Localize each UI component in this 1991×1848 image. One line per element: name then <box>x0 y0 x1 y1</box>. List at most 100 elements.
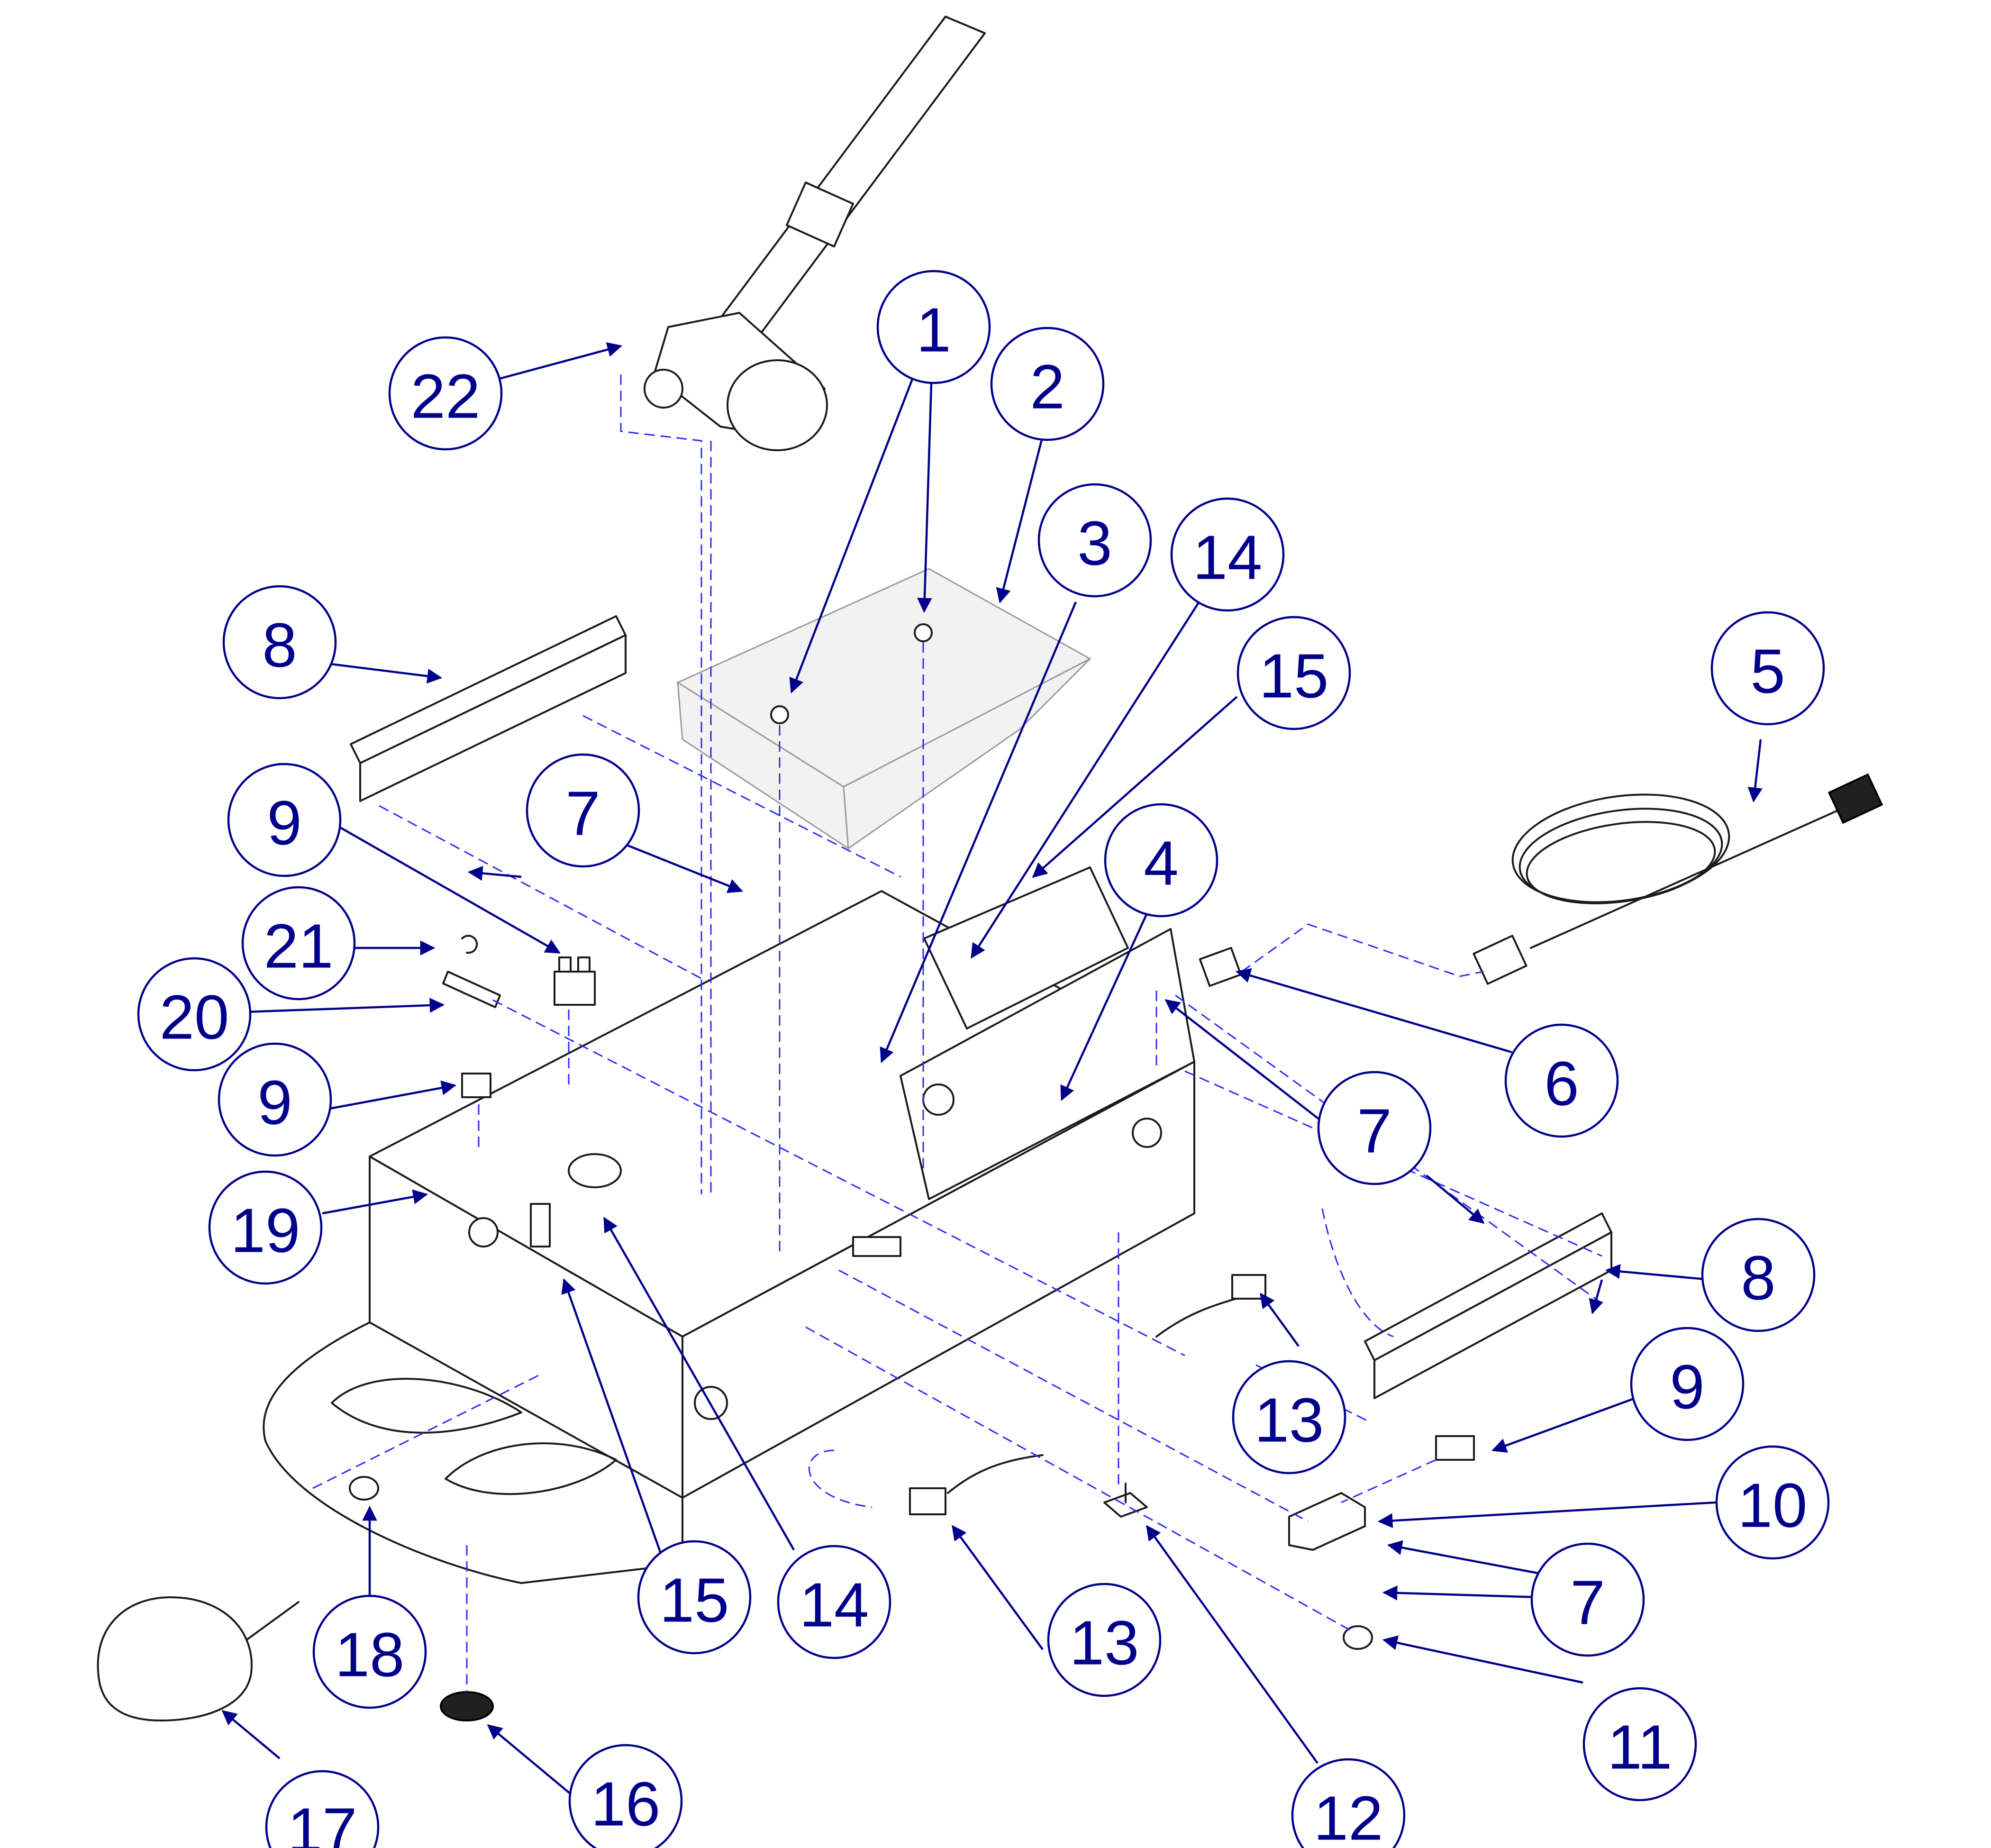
callout-5: 5 <box>1710 611 1825 726</box>
callout-19: 19 <box>208 1170 323 1285</box>
callout-label: 8 <box>1741 1243 1775 1313</box>
callout-label: 14 <box>800 1570 869 1640</box>
callout-label: 22 <box>411 362 481 431</box>
callout-label: 11 <box>1607 1712 1672 1782</box>
callout-12: 12 <box>1291 1758 1406 1848</box>
callout-label: 1 <box>916 295 951 365</box>
callout-8: 8 <box>222 585 337 700</box>
callout-14: 14 <box>1170 497 1285 612</box>
callout-circle <box>241 886 356 1001</box>
callout-label: 7 <box>1570 1568 1605 1638</box>
callout-circle <box>222 585 337 700</box>
callout-label: 9 <box>257 1068 292 1138</box>
callout-circle <box>568 1744 683 1848</box>
callout-label: 20 <box>160 983 229 1052</box>
callout-7: 7 <box>526 753 640 868</box>
callout-circle <box>1104 803 1218 918</box>
bracket-10-part <box>1288 1492 1366 1551</box>
callout-label: 4 <box>1144 828 1178 898</box>
callout-circle <box>1037 483 1152 598</box>
callout-8: 8 <box>1701 1218 1816 1332</box>
bushing-11-part <box>1343 1625 1373 1650</box>
callout-13: 13 <box>1047 1583 1162 1697</box>
callout-circle <box>1291 1758 1406 1848</box>
callout-17: 17 <box>265 1770 380 1848</box>
cable-13a-part <box>1155 1274 1266 1338</box>
callout-circle <box>526 753 640 868</box>
callout-10: 10 <box>1715 1445 1830 1560</box>
callout-circle <box>1047 1583 1162 1697</box>
callout-label: 6 <box>1544 1049 1579 1119</box>
callout-circle <box>1317 1071 1432 1185</box>
callout-7: 7 <box>1530 1542 1645 1657</box>
callout-label: 14 <box>1193 523 1263 592</box>
base-frame-part <box>369 866 1195 1499</box>
cable-13b-part <box>909 1454 1044 1515</box>
callout-circle <box>265 1770 380 1848</box>
callout-circle <box>1715 1445 1830 1560</box>
callout-6: 6 <box>1504 1023 1619 1138</box>
leveler-12-part <box>1103 1483 1148 1518</box>
callout-circle <box>1232 1360 1346 1475</box>
grommet-18-part <box>349 1476 379 1501</box>
callout-circle <box>137 957 252 1072</box>
power-inlet-part <box>1199 947 1242 987</box>
callout-circle <box>990 327 1105 441</box>
callout-22: 22 <box>388 336 503 451</box>
power-cord-part <box>1473 773 1883 985</box>
callout-label: 7 <box>1357 1096 1391 1166</box>
callout-circle <box>637 1540 752 1655</box>
callout-circle <box>388 336 503 451</box>
callout-label: 10 <box>1738 1471 1808 1540</box>
clip-21-part <box>461 935 478 954</box>
actuator-motor-part <box>644 16 986 451</box>
callout-circle <box>227 763 342 877</box>
callout-circle <box>777 1545 891 1659</box>
switch-9b-part <box>461 1073 491 1098</box>
callout-7: 7 <box>1317 1071 1432 1185</box>
callout-label: 7 <box>565 779 600 848</box>
callout-circle <box>1701 1218 1816 1332</box>
callout-16: 16 <box>568 1744 683 1848</box>
callout-label: 12 <box>1314 1784 1383 1848</box>
callout-label: 9 <box>267 788 301 858</box>
switch-9a-part <box>554 956 596 1006</box>
mounting-rail-right-part <box>1364 1212 1612 1399</box>
callout-label: 16 <box>591 1769 661 1839</box>
callout-9: 9 <box>227 763 342 877</box>
callout-label: 13 <box>1070 1608 1139 1678</box>
switch-9c-part <box>1435 1435 1475 1461</box>
callout-circle <box>1170 497 1285 612</box>
callout-label: 15 <box>660 1566 729 1635</box>
callout-4: 4 <box>1104 803 1218 918</box>
callout-circle <box>1582 1687 1697 1802</box>
callout-11: 11 <box>1582 1687 1697 1802</box>
callout-15: 15 <box>1236 616 1351 730</box>
hidden-lines <box>312 374 1602 1692</box>
callout-3: 3 <box>1037 483 1152 598</box>
callout-circle <box>1630 1327 1745 1441</box>
leader-lines <box>221 342 1763 1797</box>
hand-pendant-17-part <box>97 1596 300 1721</box>
mounting-rail-left-part <box>350 615 627 802</box>
callout-label: 15 <box>1259 641 1329 711</box>
callout-20: 20 <box>137 957 252 1072</box>
callout-2: 2 <box>990 327 1105 441</box>
callout-circle <box>1236 616 1351 730</box>
callout-circle <box>208 1170 323 1285</box>
foot-pad-16-part <box>440 1691 494 1721</box>
callout-15: 15 <box>637 1540 752 1655</box>
callout-label: 8 <box>262 610 297 680</box>
callout-label: 21 <box>264 911 334 981</box>
callout-9: 9 <box>1630 1327 1745 1441</box>
callout-label: 13 <box>1255 1385 1324 1455</box>
callout-1: 1 <box>876 270 991 384</box>
pin-20-part <box>442 971 501 1008</box>
callout-label: 9 <box>1670 1352 1704 1422</box>
callout-circle <box>218 1042 332 1157</box>
callout-label: 19 <box>231 1196 300 1265</box>
callout-label: 3 <box>1077 509 1112 578</box>
callout-circle <box>1530 1542 1645 1657</box>
callout-circle <box>312 1594 427 1709</box>
